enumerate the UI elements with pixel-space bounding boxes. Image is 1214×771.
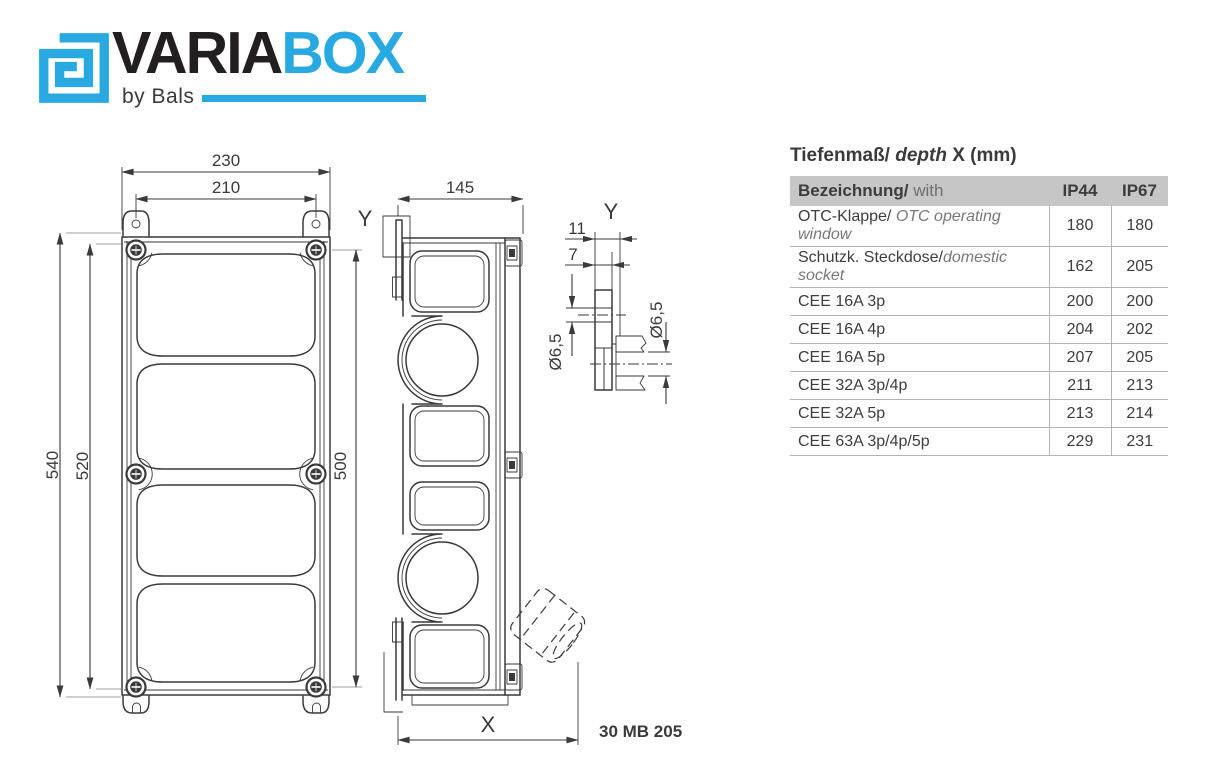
row-ip44: 207: [1048, 343, 1111, 372]
row-ip67: 200: [1110, 287, 1168, 316]
row-ip67: 231: [1110, 427, 1168, 456]
technical-drawings: 230 210 540 520 500: [43, 151, 682, 745]
row-ip44: 180: [1048, 206, 1111, 247]
row-ip44: 211: [1048, 371, 1111, 400]
dim-height-outer-label: 540: [43, 451, 62, 479]
table-row: CEE 32A 3p/4p 211 213: [790, 371, 1168, 400]
screw-bottom-right: [305, 676, 327, 698]
row-ip44: 162: [1048, 246, 1111, 288]
row-label-en: OTC operating window: [798, 208, 1001, 243]
table-row: OTC-Klappe/ OTC operating window 180 180: [790, 206, 1168, 247]
dim-depth-width-label: 145: [446, 178, 474, 197]
dim-hole-right-label: Ø6,5: [647, 302, 666, 339]
row-ip67: 214: [1110, 399, 1168, 428]
row-ip67: 205: [1110, 343, 1168, 372]
dim-height-inner-label: 520: [73, 452, 92, 480]
dim-depth-x-label: X: [481, 712, 496, 737]
screw-top-right: [305, 239, 327, 261]
row-ip67: 213: [1110, 371, 1168, 400]
row-label: CEE 32A 5p: [798, 404, 886, 422]
screw-mid-right: [305, 463, 327, 485]
brand-variia: VARIA: [112, 20, 283, 86]
depth-table-title: Tiefenmaß/ depth X (mm): [790, 145, 1168, 167]
table-header-row: Bezeichnung/ with IP44 IP67: [790, 176, 1168, 206]
col-header-ip67: IP67: [1111, 176, 1168, 206]
front-view-drawing: 230 210 540 520 500: [43, 151, 362, 714]
row-label: CEE 32A 3p/4p: [798, 376, 908, 394]
row-label: CEE 16A 5p: [798, 348, 886, 366]
section-y-label-detail: Y: [604, 199, 619, 224]
row-ip67: 180: [1110, 206, 1168, 247]
side-view-drawing: Y 145: [358, 178, 682, 745]
brand-wordmark: VARIABOX: [112, 24, 405, 83]
table-title-en: depth: [895, 145, 947, 166]
row-ip44: 213: [1048, 399, 1111, 428]
table-row: Schutzk. Steckdose/domestic socket 162 2…: [790, 246, 1168, 288]
dim-height-right-label: 500: [331, 452, 350, 480]
product-code: 30 MB 205: [599, 722, 682, 741]
dim-width-outer-label: 230: [212, 151, 240, 170]
dim-hole-left-label: Ø6,5: [546, 334, 565, 371]
brand-underline-bar: [202, 95, 426, 102]
row-label: CEE 63A 3p/4p/5p: [798, 432, 930, 450]
dim-offset-inner-label: 7: [568, 245, 577, 264]
table-title-unit: X (mm): [946, 145, 1017, 166]
brand-box: BOX: [281, 20, 405, 86]
depth-value-table: Bezeichnung/ with IP44 IP67 OTC-Klappe/ …: [790, 176, 1168, 456]
screw-top-left: [125, 239, 147, 261]
row-ip67: 202: [1110, 315, 1168, 344]
brand-byline: by Bals: [122, 85, 195, 108]
screw-bottom-left: [125, 676, 147, 698]
detail-section-drawing: Y 11 7 Ø6,5: [546, 199, 672, 404]
row-label-en: domestic socket: [798, 249, 1007, 284]
dim-offset-outer-label: 11: [568, 219, 586, 238]
depth-table: Tiefenmaß/ depth X (mm) Bezeichnung/ wit…: [790, 145, 1168, 456]
table-row: CEE 16A 3p 200 200: [790, 287, 1168, 316]
row-ip44: 229: [1048, 427, 1111, 456]
row-label: CEE 16A 3p: [798, 292, 886, 310]
cee-socket-outline: [510, 588, 586, 663]
row-label: OTC-Klappe/: [798, 208, 892, 225]
row-label: Schutzk. Steckdose/: [798, 249, 943, 266]
col-header-name-de: Bezeichnung/: [798, 181, 914, 200]
table-title-de: Tiefenmaß/: [790, 145, 896, 166]
dim-width-inner-label: 210: [212, 178, 240, 197]
table-row: CEE 16A 5p 207 205: [790, 343, 1168, 372]
row-ip67: 205: [1110, 246, 1168, 288]
screw-mid-left: [125, 463, 147, 485]
table-row: CEE 63A 3p/4p/5p 229 231: [790, 427, 1168, 456]
col-header-name: Bezeichnung/ with: [790, 176, 1049, 206]
variabox-spiral-icon: [39, 33, 109, 103]
table-row: CEE 32A 5p 213 214: [790, 399, 1168, 428]
table-row: CEE 16A 4p 204 202: [790, 315, 1168, 344]
row-label: CEE 16A 4p: [798, 320, 886, 338]
row-ip44: 200: [1048, 287, 1111, 316]
col-header-ip44: IP44: [1049, 176, 1111, 206]
section-y-label-side: Y: [358, 206, 373, 231]
row-ip44: 204: [1048, 315, 1111, 344]
col-header-name-en: with: [913, 181, 944, 200]
